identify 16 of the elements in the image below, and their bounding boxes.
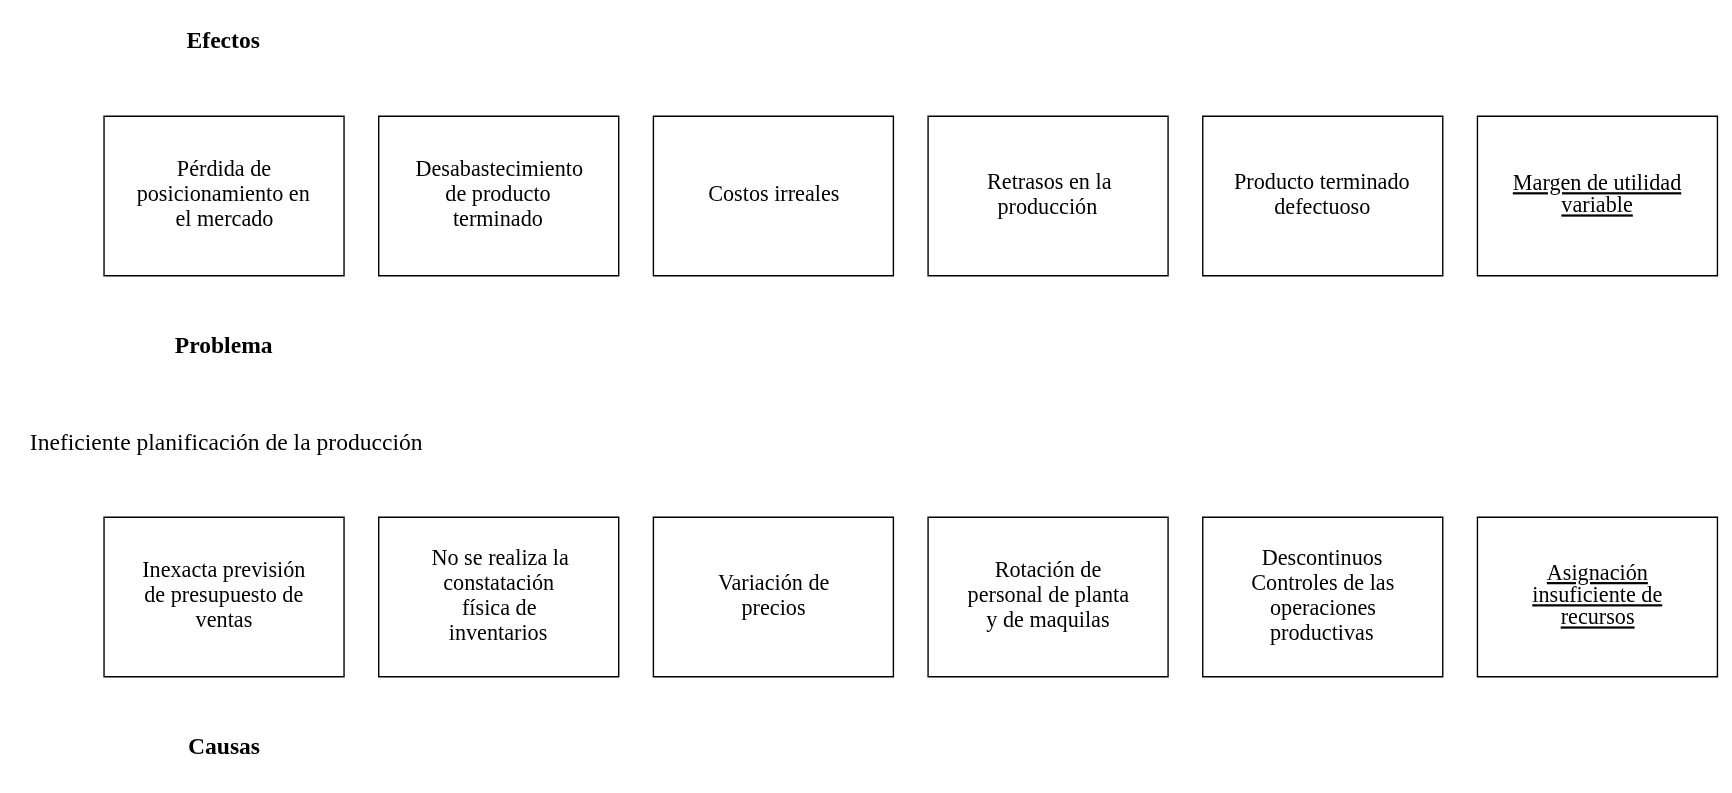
node-box: Desabastecimiento de producto terminado (378, 115, 620, 277)
label: Causas (187, 732, 261, 759)
label: Problema (174, 331, 273, 358)
label: Efectos (186, 26, 260, 53)
node-box: Costos irreales (652, 115, 895, 277)
node-box: Retrasos en la producción (927, 115, 1169, 277)
node-box: Inexacta previsión de presupuesto de ventas (103, 516, 345, 678)
node-box: No se realiza la constatación física de inventarios (378, 516, 620, 678)
node-box: Asignación insuficiente de recursos (1476, 516, 1719, 678)
node-box: Variación de precios (652, 516, 895, 678)
node-box: Rotación de personal de planta y de maquilas (927, 516, 1169, 678)
label: Ineficiente planificación de la producción (29, 429, 423, 456)
node-box: Producto terminado defectuoso (1202, 115, 1444, 277)
node-box: Descontinuos Controles de las operaciones productivas (1202, 516, 1444, 678)
node-box: Margen de utilidad variable (1476, 115, 1719, 277)
node-box: Pérdida de posicionamiento en el mercado (103, 115, 345, 277)
